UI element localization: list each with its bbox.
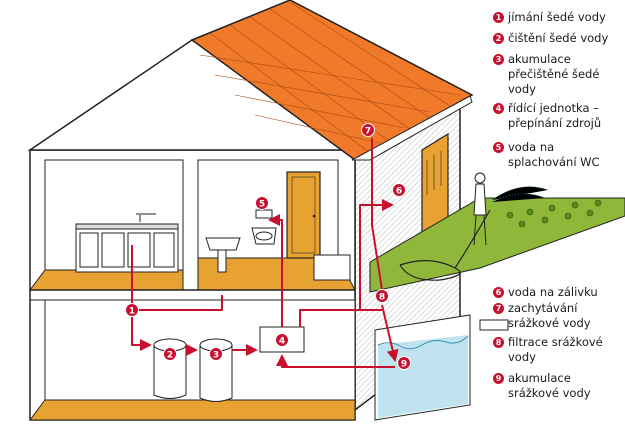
- grey-water-tanks: [153, 326, 305, 402]
- legend-number-badge: 3: [493, 54, 504, 65]
- legend-number-badge: 1: [493, 12, 504, 23]
- legend-number-badge: 8: [493, 337, 504, 348]
- kitchen-unit: [75, 213, 179, 273]
- marker-label: 9: [401, 360, 407, 370]
- legend-number-badge: 9: [493, 373, 504, 384]
- legend-text: filtrace srážkové vody: [508, 335, 603, 364]
- legend-item-9: 9 akumulace srážkové vody: [493, 371, 623, 401]
- legend-text: čištění šedé vody: [508, 31, 609, 45]
- legend-item-5: 5 voda na splachování WC: [493, 140, 623, 170]
- legend-item-4: 4 řídící jednotka – přepínání zdrojů: [493, 101, 623, 131]
- legend-number-badge: 2: [493, 33, 504, 44]
- legend-item-7: 7 zachytávání srážkové vody: [493, 301, 623, 331]
- pipe-network: [131, 138, 399, 368]
- marker-label: 5: [259, 200, 265, 210]
- roof: [190, 0, 474, 161]
- marker-6: 6: [392, 183, 406, 197]
- legend-text: akumulace srážkové vody: [508, 371, 591, 400]
- marker-8: 8: [375, 289, 389, 303]
- legend-text: jímání šedé vody: [508, 10, 606, 24]
- legend-text: zachytávání srážkové vody: [508, 301, 591, 330]
- legend-item-6: 6 voda na zálivku: [493, 285, 623, 300]
- legend-number-badge: 7: [493, 303, 504, 314]
- bathroom-fixtures: [205, 209, 351, 281]
- basement-floor: [29, 399, 356, 421]
- rainwater-tank: [374, 314, 509, 421]
- marker-label: 1: [129, 307, 135, 317]
- legend-number-badge: 4: [493, 103, 504, 114]
- marker-label: 2: [167, 351, 173, 361]
- marker-label: 4: [279, 337, 285, 347]
- marker-7: 7: [361, 123, 375, 137]
- legend-text: voda na zálivku: [508, 285, 598, 299]
- marker-1: 1: [125, 303, 139, 317]
- legend-item-2: 2 čištění šedé vody: [493, 31, 623, 46]
- legend-text: řídící jednotka – přepínání zdrojů: [508, 101, 602, 130]
- marker-4: 4: [275, 333, 289, 347]
- legend-text: voda na splachování WC: [508, 140, 600, 169]
- legend-text: akumulace přečištěné šedé vody: [508, 52, 600, 96]
- marker-9: 9: [397, 356, 411, 370]
- legend-number-badge: 5: [493, 142, 504, 153]
- marker-3: 3: [209, 347, 223, 361]
- marker-label: 8: [379, 293, 385, 303]
- garden: [369, 172, 625, 293]
- kitchen-floor: [29, 269, 184, 291]
- legend-item-8: 8 filtrace srážkové vody: [493, 335, 623, 365]
- marker-2: 2: [163, 347, 177, 361]
- number-markers: 1 2 3 4 5 6 7 8 9: [125, 123, 411, 370]
- legend-number-badge: 6: [493, 287, 504, 298]
- marker-label: 7: [365, 127, 371, 137]
- house-structure: [27, 0, 474, 421]
- gardener-figure: [473, 172, 487, 246]
- marker-5: 5: [255, 196, 269, 210]
- legend-item-1: 1 jímání šedé vody: [493, 10, 623, 25]
- marker-label: 6: [396, 187, 402, 197]
- legend-item-3: 3 akumulace přečištěné šedé vody: [493, 52, 623, 97]
- marker-label: 3: [213, 351, 219, 361]
